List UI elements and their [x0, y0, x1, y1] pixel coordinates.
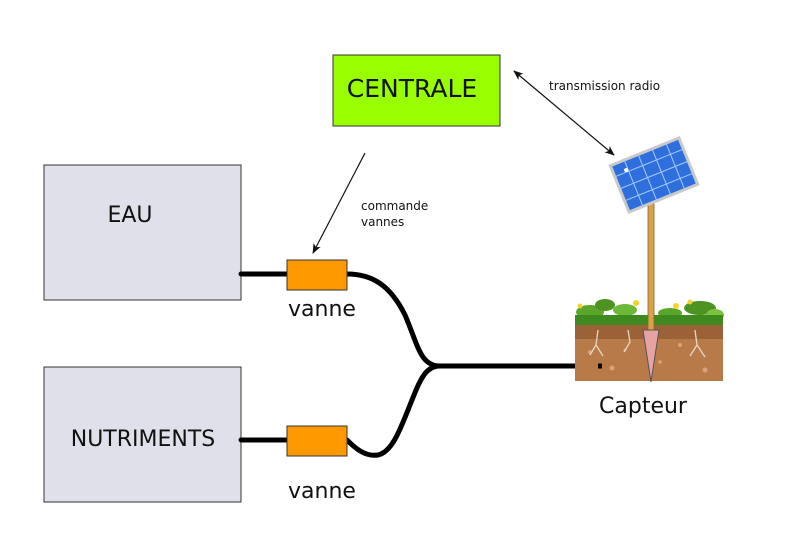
eau-label: EAU [107, 203, 152, 228]
radio-arrow [513, 70, 615, 156]
solar-sensor-icon [608, 136, 700, 383]
nutriments-box: NUTRIMENTS [43, 366, 242, 503]
vanne-top-label: vanne [288, 297, 356, 322]
pipe-nutriments [238, 363, 443, 458]
commande-arrow [312, 152, 366, 254]
commande-label-1: commande [361, 199, 428, 213]
valve-bottom [286, 425, 348, 457]
vanne-bottom-label: vanne [288, 479, 356, 504]
eau-box: EAU [43, 164, 242, 301]
pipes [238, 271, 600, 458]
pipe-eau [238, 271, 443, 369]
valve-top [286, 259, 348, 291]
commande-label-2: vannes [361, 215, 404, 229]
centrale-label: CENTRALE [347, 74, 477, 103]
centrale-box: CENTRALE [332, 54, 501, 127]
transmission-label: transmission radio [549, 79, 660, 93]
capteur-label: Capteur [599, 394, 688, 419]
nutriments-label: NUTRIMENTS [71, 427, 216, 452]
solar-panel-icon [608, 136, 700, 214]
